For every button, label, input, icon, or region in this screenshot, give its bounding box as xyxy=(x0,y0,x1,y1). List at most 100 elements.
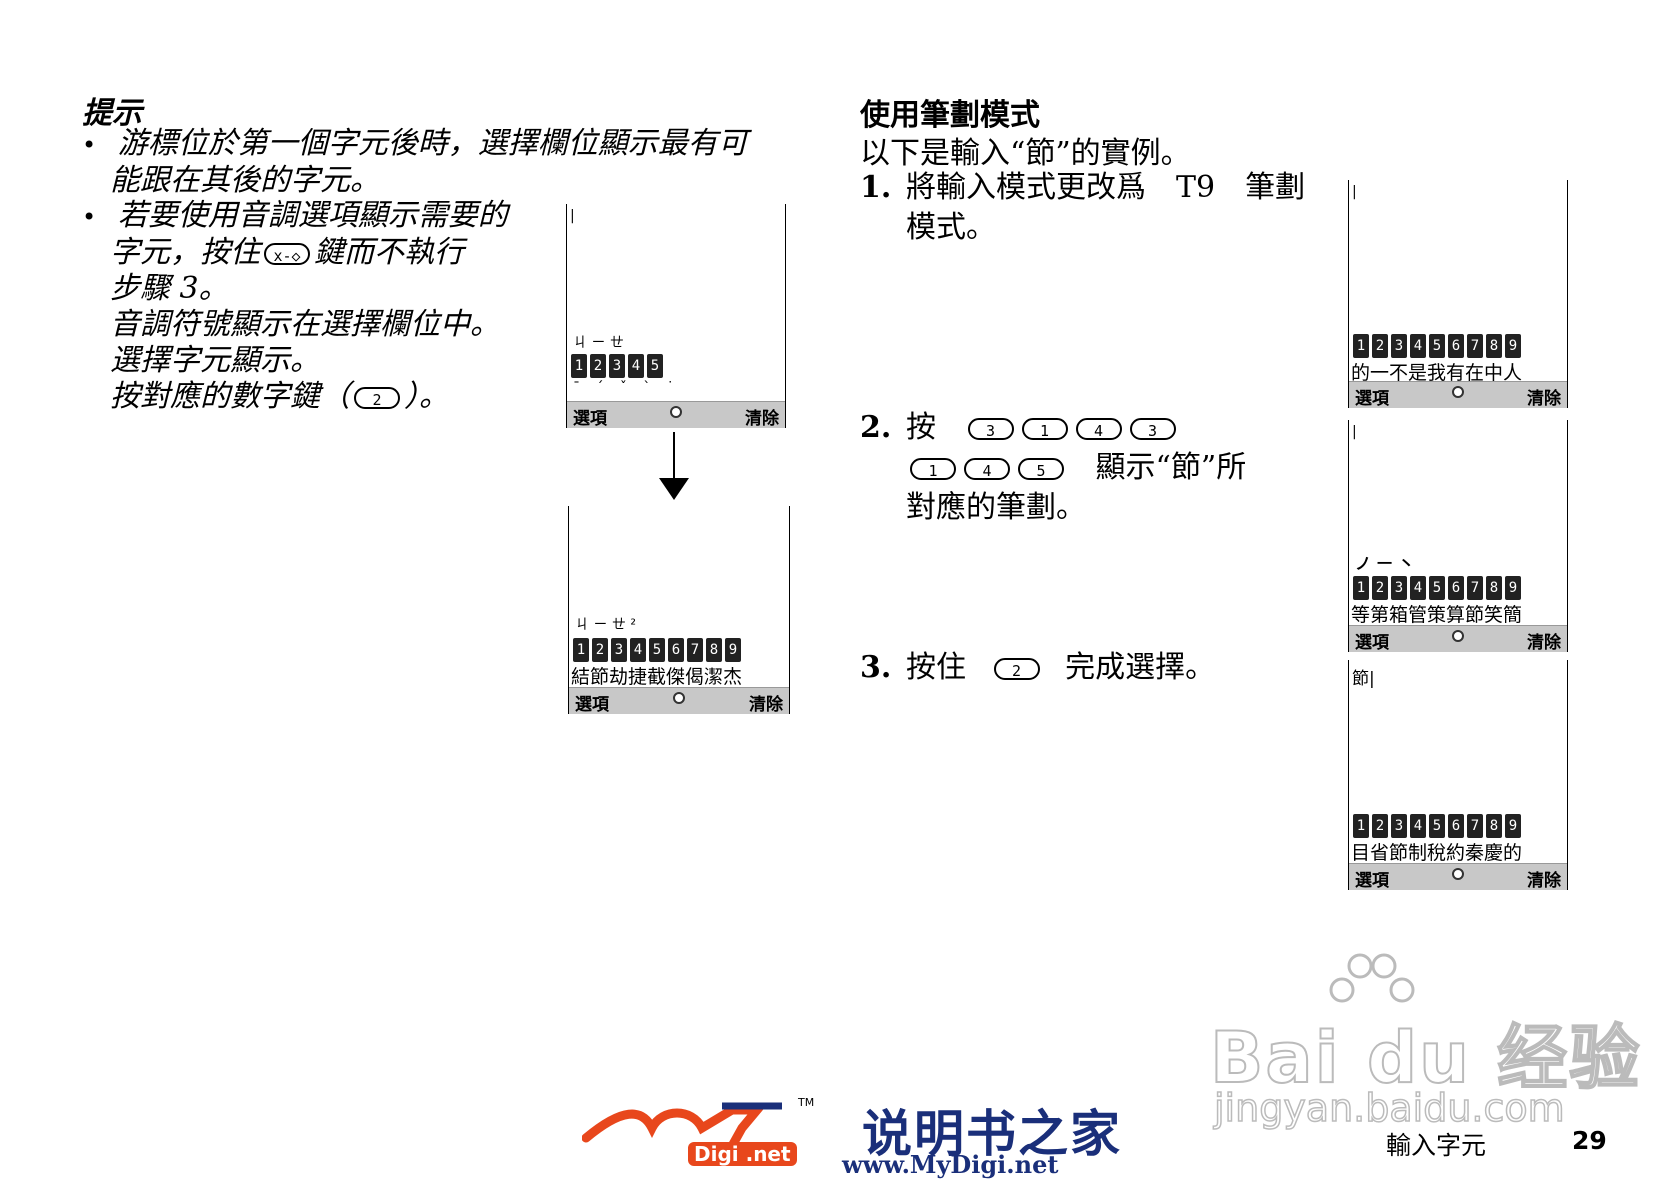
tip-title: 提示 xyxy=(82,96,142,131)
digit-key: 5 xyxy=(647,354,663,378)
digit-key: 5 xyxy=(1429,334,1445,358)
zhuyin-input: ㄐ ㄧ ㄝ ² xyxy=(575,617,636,633)
phone-screen-1: | ㄐ ㄧ ㄝ 1 2 3 4 5 ˉ ˊ ˇ ˋ ˙ 選項 清除 xyxy=(566,204,786,429)
baidu-watermark-url: jingyan.baidu.com xyxy=(1213,1085,1565,1131)
arrow-down-icon xyxy=(673,432,675,482)
digit-key: 4 xyxy=(1410,576,1426,600)
digit-key: 4 xyxy=(630,638,646,662)
step-3: 3. 按住 2 完成選擇。 xyxy=(860,648,1320,688)
digit-key: 7 xyxy=(687,638,703,662)
digit-key: 6 xyxy=(1448,334,1464,358)
tip-bullet-2-line6: 按對應的數字鍵（2）。 xyxy=(110,379,449,414)
softkey-options: 選項 xyxy=(1355,389,1389,409)
step-number: 1. xyxy=(860,170,892,205)
digit-key: 8 xyxy=(706,638,722,662)
digit-key: 8 xyxy=(1486,576,1502,600)
step-text: 按住 xyxy=(906,650,966,685)
softkey-clear: 清除 xyxy=(745,409,779,429)
footer-section-name: 輸入字元 xyxy=(1386,1131,1487,1160)
digit-key: 9 xyxy=(1505,576,1521,600)
arrow-head-icon xyxy=(659,478,689,500)
step-text: 按 xyxy=(906,410,936,445)
section-intro: 以下是輸入“節”的實例。 xyxy=(860,136,1191,171)
digit-key: 2 xyxy=(1372,576,1388,600)
softkey-clear: 清除 xyxy=(1527,633,1561,653)
cursor: | xyxy=(1352,184,1357,200)
digit-key: 3 xyxy=(1391,334,1407,358)
phone-screen-3: | 1 2 3 4 5 6 7 8 9 的一不是我有在中人 選項 清除 xyxy=(1348,180,1568,409)
cursor: | xyxy=(570,208,575,224)
softkey-clear: 清除 xyxy=(1527,389,1561,409)
step-number: 2. xyxy=(860,410,892,445)
candidate-list: 結節劫捷截傑偈潔杰 xyxy=(571,666,743,688)
digit-key: 6 xyxy=(1448,576,1464,600)
step-1: 1. 將輸入模式更改爲 T9 筆劃 模式。 xyxy=(860,168,1320,248)
soft-key-bar: 選項 清除 xyxy=(567,401,785,429)
bullet-icon: • xyxy=(82,131,97,159)
step-text: 完成選擇。 xyxy=(1065,650,1216,685)
tip-bullet-2-line4: 音調符號顯示在選擇欄位中。 xyxy=(110,307,500,342)
bullet-icon: • xyxy=(82,203,97,231)
digit-key: 6 xyxy=(1448,814,1464,838)
digit-key: 8 xyxy=(1486,814,1502,838)
digit-key: 3 xyxy=(609,354,625,378)
soft-key-bar: 選項 清除 xyxy=(1349,863,1567,891)
candidate-list: 的一不是我有在中人 xyxy=(1351,362,1523,384)
candidate-list: 等第箱管策算節笑簡 xyxy=(1351,604,1523,626)
tip-text: 鍵而不執行 xyxy=(314,235,464,270)
digit-key: 6 xyxy=(668,638,684,662)
key-3-icon: 3 xyxy=(967,418,1014,440)
page-number: 29 xyxy=(1572,1126,1607,1155)
softkey-options: 選項 xyxy=(1355,871,1389,891)
tip-text: 字元，按住 xyxy=(110,235,260,270)
digit-row: 1 2 3 4 5 6 7 8 9 xyxy=(1353,814,1521,838)
step-number: 3. xyxy=(860,650,892,685)
key-4-icon: 4 xyxy=(964,458,1010,480)
key-2-icon: 2 xyxy=(354,387,400,409)
softkey-clear: 清除 xyxy=(1527,871,1561,891)
digit-key: 4 xyxy=(1410,334,1426,358)
cursor: | xyxy=(1352,424,1357,440)
nav-key-icon xyxy=(1452,386,1464,398)
zhuyin-input: ㄐ ㄧ ㄝ xyxy=(573,335,624,351)
tone-row: ˉ ˊ ˇ ˋ ˙ xyxy=(573,380,680,396)
nav-key-icon xyxy=(1452,630,1464,642)
softkey-options: 選項 xyxy=(575,695,609,715)
tip-bullet-1: • 游標位於第一個字元後時，選擇欄位顯示最有可 能跟在其後的字元。 xyxy=(82,126,748,199)
mydigi-chinese-name: 说明书之家 xyxy=(862,1105,1122,1163)
digit-key: 7 xyxy=(1467,814,1483,838)
digit-key: 2 xyxy=(592,638,608,662)
soft-key-bar: 選項 清除 xyxy=(569,687,789,715)
digit-key: 1 xyxy=(573,638,589,662)
digit-key: 5 xyxy=(1429,814,1445,838)
digit-key: 4 xyxy=(1410,814,1426,838)
digit-key: 1 xyxy=(1353,334,1369,358)
clear-key-icon: x-◇ xyxy=(264,243,310,265)
digit-key: 1 xyxy=(571,354,587,378)
step-text: 將輸入模式更改爲 T9 筆劃 xyxy=(906,170,1306,205)
baidu-watermark-text: Bai du 经验 xyxy=(1209,1016,1642,1100)
step-text: 對應的筆劃。 xyxy=(906,490,1086,525)
key-1-icon: 1 xyxy=(910,458,956,480)
tip-text: ）。 xyxy=(404,379,449,414)
mydigi-logo-icon xyxy=(582,1102,782,1148)
digit-key: 3 xyxy=(1391,814,1407,838)
section-title: 使用筆劃模式 xyxy=(860,98,1040,133)
digit-key: 3 xyxy=(1391,576,1407,600)
step-text: 模式。 xyxy=(906,210,996,245)
mydigi-badge: Digi .net xyxy=(688,1142,797,1166)
mydigi-url: www.MyDigi.net xyxy=(842,1150,1059,1179)
digit-key: 9 xyxy=(725,638,741,662)
digit-key: 3 xyxy=(611,638,627,662)
trademark-mark: TM xyxy=(798,1096,815,1109)
tip-bullet-2-line3: 步驟 3。 xyxy=(110,271,229,306)
tip-bullet-2-line5: 選擇字元顯示。 xyxy=(110,343,320,378)
digit-key: 2 xyxy=(1372,334,1388,358)
key-2-icon: 2 xyxy=(993,658,1040,680)
baidu-paw-icon xyxy=(1329,953,1415,1003)
stroke-input: ノ ㇐ ㇔ xyxy=(1355,554,1415,573)
digit-row: 1 2 3 4 5 xyxy=(571,354,663,378)
